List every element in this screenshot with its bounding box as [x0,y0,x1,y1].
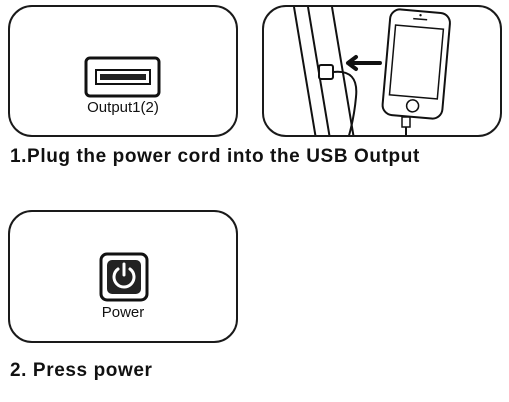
power-panel: Power [8,210,238,343]
usb-port-icon [84,56,161,98]
power-label: Power [101,304,145,321]
usb-output-panel: Output1(2) [8,5,238,137]
power-button-icon [99,252,149,302]
step-2-instruction: 2. Press power [10,360,153,381]
usb-output-label: Output1(2) [87,99,159,116]
smartphone-icon [381,8,451,120]
step-1-instruction: 1.Plug the power cord into the USB Outpu… [10,146,420,167]
usb-cable-icon [318,64,411,135]
arrow-left-icon [346,55,382,71]
phone-connection-panel [262,5,502,137]
